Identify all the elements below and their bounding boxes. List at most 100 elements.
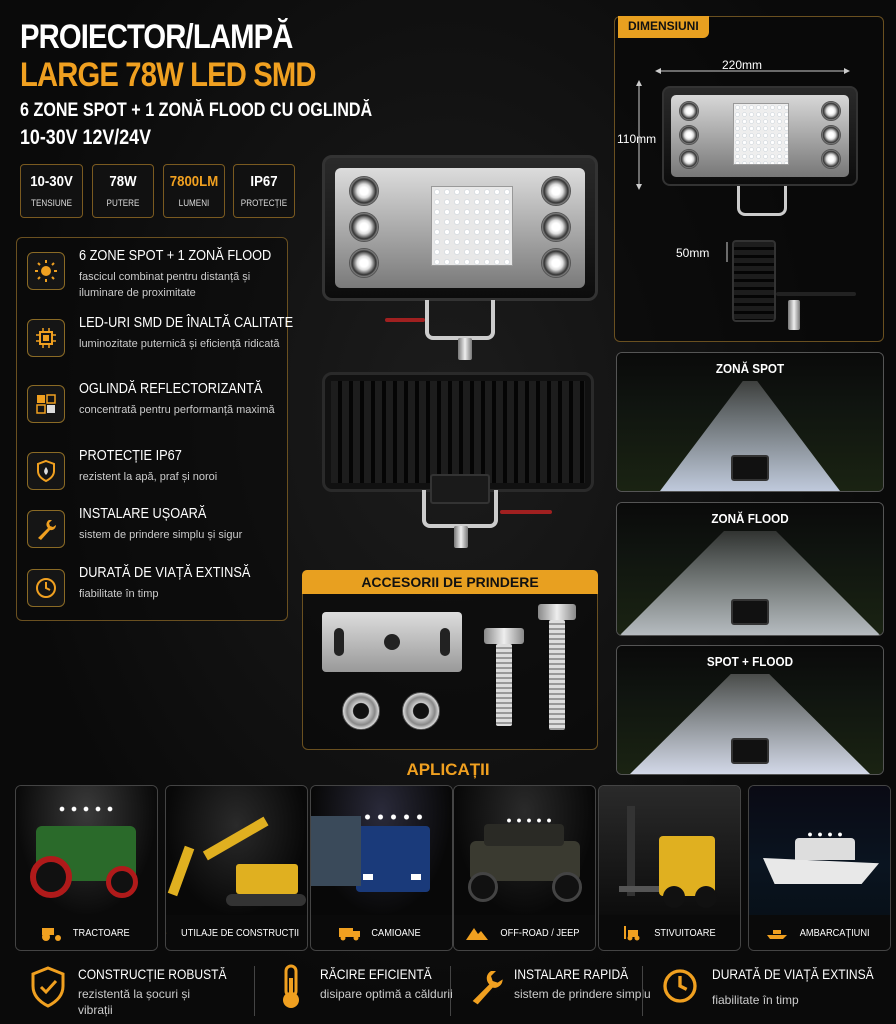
side-bolt: [788, 300, 800, 330]
spec-lumens: 7800LM LUMENI: [163, 164, 225, 218]
app-label: CAMIOANE: [371, 926, 422, 939]
sun-icon: [27, 252, 65, 290]
rear-mount: [430, 474, 490, 504]
boat-icon: [766, 929, 787, 939]
lamp-back-image: [322, 372, 594, 492]
wrench-icon: [472, 971, 503, 1005]
width-label: 220mm: [722, 58, 763, 72]
feature-desc: luminozitate puternică și eficiență ridi…: [79, 338, 280, 350]
mount-bolt: [458, 338, 472, 360]
bottom-feature: DURATĂ DE VIAȚĂ EXTINSĂ fiabilitate în t…: [660, 962, 890, 1022]
app-label: AMBARCAȚIUNI: [799, 926, 870, 939]
app-label: OFF-ROAD / JEEP: [499, 926, 580, 939]
beam-label: ZONĂ FLOOD: [711, 511, 789, 526]
dimensions-tab: DIMENSIUNI: [618, 16, 709, 38]
beam-label: SPOT + FLOOD: [706, 654, 794, 669]
spec-label: TENSIUNE: [31, 198, 72, 208]
bottom-desc: fiabilitate în timp: [712, 993, 799, 1007]
dimension-bracket: [737, 186, 787, 216]
feature-title: 6 ZONE SPOT + 1 ZONĂ FLOOD: [79, 248, 272, 264]
bottom-title: DURATĂ DE VIAȚĂ EXTINSĂ: [712, 966, 874, 982]
rear-bracket: [422, 490, 498, 528]
depth-arrow: [726, 242, 728, 262]
feature-title: INSTALARE UȘOARĂ: [79, 506, 207, 522]
bottom-feature: CONSTRUCȚIE ROBUSTĂ rezistentă la șocuri…: [30, 962, 240, 1022]
spec-value: 10-30V: [30, 173, 73, 190]
chip-icon: [27, 319, 65, 357]
app-tractors: TRACTOARE: [15, 785, 158, 951]
subtitle-line-2: 10-30V 12V/24V: [20, 126, 152, 149]
bottom-desc: disipare optimă a căldurii: [320, 987, 453, 1001]
bottom-feature: INSTALARE RAPIDĂ sistem de prindere simp…: [466, 962, 651, 1022]
reflector-icon: [27, 385, 65, 423]
feature-title: DURATĂ DE VIAȚĂ EXTINSĂ: [79, 565, 251, 581]
spec-value: 78W: [109, 173, 137, 190]
dimension-lamp-front: [662, 86, 858, 186]
truck-icon: [339, 927, 361, 940]
beam-combo-panel: SPOT + FLOOD: [616, 645, 884, 775]
dimension-lamp-side: [732, 240, 776, 322]
wrench-icon: [27, 510, 65, 548]
mountain-icon: [465, 927, 488, 940]
separator: [254, 966, 255, 1016]
feature-desc: fiabilitate în timp: [79, 588, 159, 600]
beam-spot-panel: ZONĂ SPOT: [616, 352, 884, 492]
spec-voltage: 10-30V TENSIUNE: [20, 164, 83, 218]
feature-desc: rezistent la apă, praf și noroi: [79, 471, 218, 483]
app-trucks: CAMIOANE: [310, 785, 453, 951]
side-cable: [776, 292, 856, 296]
long-bolt-head: [538, 604, 576, 620]
applications-title: APLICAȚII: [406, 760, 490, 779]
beam-label: ZONĂ SPOT: [715, 361, 785, 376]
title-line-1: PROIECTOR/LAMPĂ: [20, 18, 293, 56]
bottom-feature: RĂCIRE EFICIENTĂ disipare optimă a căldu…: [272, 962, 453, 1022]
spec-label: LUMENI: [178, 198, 210, 208]
short-bolt-head: [484, 628, 524, 644]
height-arrow: [636, 80, 642, 190]
bottom-desc: sistem de prindere simplu: [514, 987, 651, 1001]
width-arrow: [655, 68, 850, 74]
feature-title: PROTECȚIE IP67: [79, 448, 182, 464]
spec-label: PROTECȚIE: [240, 198, 288, 208]
rear-bolt: [454, 526, 468, 548]
lamp-front-image: [322, 155, 598, 301]
nut-left: [342, 692, 380, 730]
spec-value: 7800LM: [169, 173, 219, 190]
app-label: STIVUITOARE: [653, 926, 716, 939]
app-label: TRACTOARE: [73, 926, 130, 939]
separator: [450, 966, 451, 1016]
title-line-2: LARGE 78W LED SMD: [20, 56, 317, 94]
feature-desc: fascicul combinat pentru distanță și ilu…: [79, 271, 251, 299]
thermometer-icon: [283, 964, 299, 1008]
feature-desc: concentrată pentru performanță maximă: [79, 404, 275, 416]
nut-right: [402, 692, 440, 730]
mount-bracket: [425, 300, 495, 340]
feature-title: LED-URI SMD DE ÎNALTĂ CALITATE: [79, 315, 294, 331]
excavator-icon: [166, 932, 167, 933]
rear-cable: [500, 510, 552, 514]
bottom-title: RĂCIRE EFICIENTĂ: [320, 966, 432, 982]
clock-icon: [663, 969, 697, 1003]
shield-icon: [31, 966, 65, 1008]
bottom-desc: rezistentă la șocuri și vibrații: [78, 987, 191, 1017]
feature-title: OGLINDĂ REFLECTORIZANTĂ: [79, 381, 263, 397]
height-label: 110mm: [617, 132, 657, 146]
short-bolt: [496, 644, 512, 726]
spec-power: 78W PUTERE: [92, 164, 154, 218]
spec-label: PUTERE: [106, 198, 140, 208]
tractor-icon: [42, 927, 62, 941]
subtitle-line-1: 6 ZONE SPOT + 1 ZONĂ FLOOD CU OGLINDĂ: [20, 100, 373, 121]
forklift-icon: [623, 925, 640, 940]
app-boats: AMBARCAȚIUNI: [748, 785, 891, 951]
bottom-title: INSTALARE RAPIDĂ: [514, 966, 629, 982]
long-bolt: [549, 620, 565, 730]
app-forklifts: STIVUITOARE: [598, 785, 741, 951]
depth-label: 50mm: [676, 246, 710, 260]
beam-flood-panel: ZONĂ FLOOD: [616, 502, 884, 636]
feature-desc: sistem de prindere simplu și sigur: [79, 529, 243, 541]
spec-protection: IP67 PROTECȚIE: [233, 164, 295, 218]
spec-value: IP67: [250, 173, 278, 190]
separator: [642, 966, 643, 1016]
features-panel: 6 ZONE SPOT + 1 ZONĂ FLOOD fascicul comb…: [16, 237, 293, 621]
clock-icon: [27, 569, 65, 607]
